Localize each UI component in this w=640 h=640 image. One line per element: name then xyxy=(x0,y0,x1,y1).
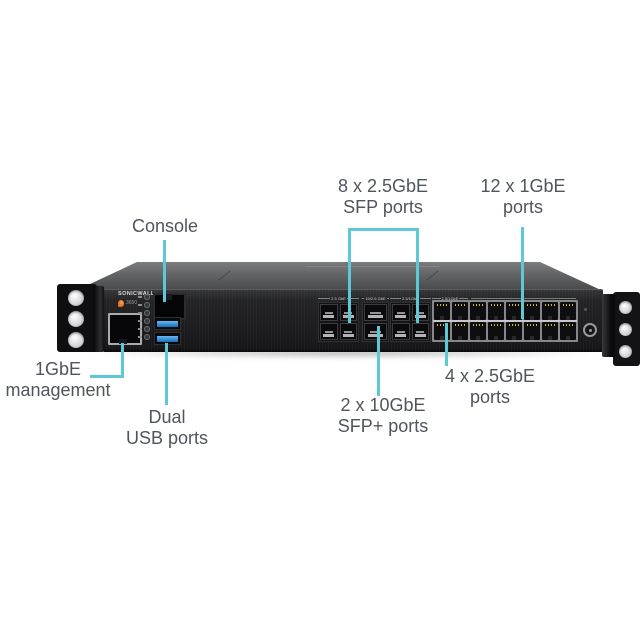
sfp-plus-cage-group xyxy=(362,302,389,342)
mgmt-label-line2: management xyxy=(5,380,111,400)
rj45-port xyxy=(488,302,504,320)
console-callout-line xyxy=(163,240,166,302)
led-row xyxy=(138,303,153,307)
status-led-panel xyxy=(138,295,153,339)
rj45-grid xyxy=(434,302,576,340)
sfp-plus-label: 2 x 10GbE SFP+ ports xyxy=(322,395,444,437)
power-led-hole xyxy=(584,308,587,311)
rack-bracket-arm-left xyxy=(93,286,104,352)
sfp-slot xyxy=(392,323,410,340)
rj45-port-block xyxy=(432,300,578,342)
gbe12-label: 12 x 1GbE ports xyxy=(463,176,583,218)
sfp-left-group-label: 2.5 GbE xyxy=(318,295,359,301)
mgmt-callout-line-horizontal xyxy=(90,375,124,378)
power-button xyxy=(583,323,597,337)
led-row xyxy=(138,335,153,339)
usb-label-line2: USB ports xyxy=(125,428,209,448)
console-label-text: Console xyxy=(131,216,199,236)
rj45-port xyxy=(560,302,576,320)
rj45-port xyxy=(524,302,540,320)
management-ethernet-port xyxy=(108,313,142,345)
sfp-plus-label-line1: 2 x 10GbE xyxy=(340,395,426,415)
rj45-port xyxy=(524,322,540,340)
sfp-slot xyxy=(364,323,387,340)
sonicwall-flame-icon xyxy=(118,300,124,307)
rj45-port xyxy=(506,302,522,320)
hole xyxy=(619,345,632,358)
console-port xyxy=(153,293,186,320)
sfp-cage-group-right xyxy=(390,302,431,342)
model-number: 3650 xyxy=(126,300,138,306)
console-label: Console xyxy=(120,216,210,237)
sfp-slot xyxy=(411,304,429,321)
sfp-right-group-label: 2.5/1GbE xyxy=(390,295,431,301)
led-row xyxy=(138,327,153,331)
sfp-slot xyxy=(392,304,410,321)
usb-callout-line xyxy=(165,343,168,405)
led-row xyxy=(138,295,153,299)
sfp8-label-line1: 8 x 2.5GbE xyxy=(337,176,429,196)
rj45-port xyxy=(506,322,522,340)
usb-port-stack xyxy=(154,317,181,345)
sfp-cage-group-left xyxy=(318,302,359,342)
rj45-port xyxy=(452,302,468,320)
gbe4-label-line2: ports xyxy=(469,387,511,407)
mgmt-label: 1GbE management xyxy=(2,359,114,401)
sfp-slot xyxy=(411,323,429,340)
hole xyxy=(68,290,84,306)
sfp-plus-callout-line xyxy=(377,326,380,396)
device-shadow xyxy=(86,349,601,359)
sfp8-label: 8 x 2.5GbE SFP ports xyxy=(323,176,443,218)
gbe12-callout-line xyxy=(521,227,524,319)
top-panel-seam xyxy=(305,266,440,267)
hole xyxy=(619,301,632,314)
rj45-port xyxy=(488,322,504,340)
sfp-callout-bracket-left-leg xyxy=(348,228,351,323)
rack-mount-bracket-left xyxy=(57,284,97,352)
usb-label-line1: Dual xyxy=(148,407,186,427)
rj45-port xyxy=(452,322,468,340)
rj45-port xyxy=(470,302,486,320)
rj45-group-label: 2.5/1GbE xyxy=(432,295,468,301)
usb-port xyxy=(154,317,181,330)
sfp-callout-bracket-bar xyxy=(348,228,419,231)
led-row xyxy=(138,319,153,323)
sfp8-label-line2: SFP ports xyxy=(343,197,423,217)
hole xyxy=(68,311,84,327)
model-row: 3650 xyxy=(118,300,137,307)
rj45-port xyxy=(560,322,576,340)
rack-mount-bracket-right xyxy=(613,292,640,366)
usb-label: Dual USB ports xyxy=(107,407,227,449)
rj45-row-divider xyxy=(433,320,577,322)
gbe4-label-line1: 4 x 2.5GbE xyxy=(444,366,536,386)
hole xyxy=(68,332,84,348)
rj45-port xyxy=(434,302,450,320)
sfp-slot xyxy=(320,304,338,321)
sfp-slot xyxy=(320,323,338,340)
rj45-port xyxy=(470,322,486,340)
mgmt-label-line1: 1GbE xyxy=(34,359,82,379)
hole xyxy=(619,323,632,336)
sfp-plus-label-line2: SFP+ ports xyxy=(337,416,429,436)
sfp-slot xyxy=(339,323,357,340)
sfp-mid-group-label: 10/2.5 GbE xyxy=(362,295,389,301)
rj45-port xyxy=(542,302,558,320)
brand-logo-text: SONICWALL xyxy=(118,291,155,297)
gbe4-label: 4 x 2.5GbE ports xyxy=(429,366,551,408)
sfp-slot xyxy=(364,304,387,321)
gbe12-label-line2: ports xyxy=(502,197,544,217)
mgmt-callout-line-vertical xyxy=(121,343,124,378)
sfp-callout-bracket-right-leg xyxy=(416,228,419,323)
rj45-port xyxy=(542,322,558,340)
rack-bracket-arm-right xyxy=(602,294,615,357)
gbe12-label-line1: 12 x 1GbE xyxy=(480,176,566,196)
gbe4-callout-line xyxy=(445,323,448,366)
led-row xyxy=(138,311,153,315)
